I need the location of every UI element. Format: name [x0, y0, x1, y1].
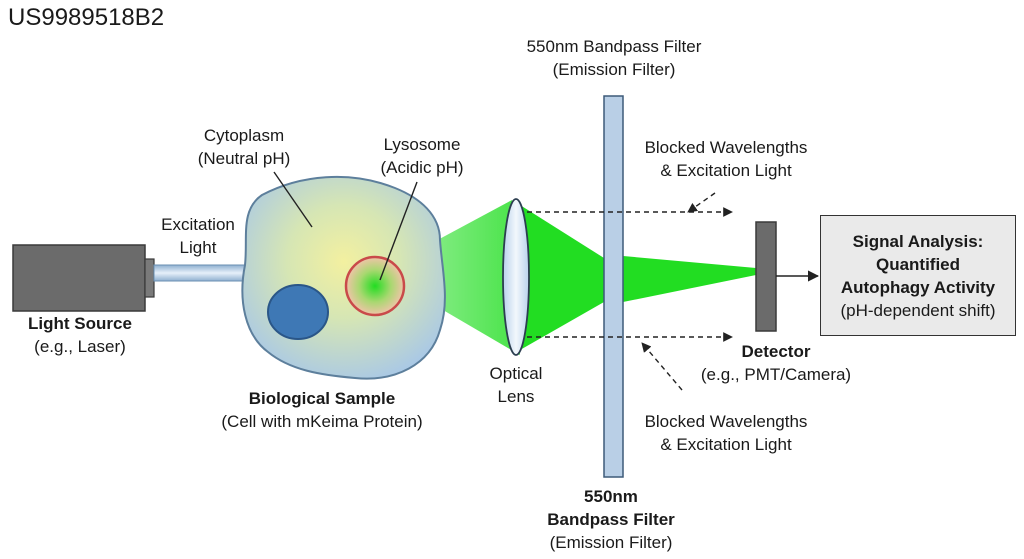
- lysosome-label: Lysosome (Acidic pH): [380, 133, 463, 179]
- light-source-body: [12, 244, 146, 312]
- analysis-line4: (pH-dependent shift): [840, 300, 996, 320]
- optical-lens: [502, 198, 530, 356]
- filtered-beam: [623, 256, 756, 302]
- blocked-bottom-label: Blocked Wavelengths & Excitation Light: [645, 410, 808, 456]
- signal-analysis-box: Signal Analysis: Quantified Autophagy Ac…: [820, 215, 1016, 336]
- detector: [755, 221, 777, 332]
- filter-bottom-label: 550nm Bandpass Filter (Emission Filter): [547, 485, 675, 554]
- lens-label: Optical Lens: [490, 362, 543, 408]
- filter-top-line2: (Emission Filter): [552, 60, 676, 79]
- light-source-nozzle: [144, 258, 155, 298]
- cytoplasm-line2: (Neutral pH): [197, 149, 291, 168]
- emission-cone: [378, 200, 520, 355]
- blocked-bottom-line1: Blocked Wavelengths: [644, 412, 808, 431]
- blocked-top-line1: Blocked Wavelengths: [644, 138, 808, 157]
- analysis-line2: Quantified: [875, 254, 961, 274]
- cytoplasm-pointer: [273, 171, 313, 228]
- filter-top-label: 550nm Bandpass Filter (Emission Filter): [527, 35, 702, 81]
- nucleus: [267, 284, 329, 340]
- analysis-line3: Autophagy Activity: [840, 277, 996, 297]
- blocked-pointer-bottom: [641, 342, 683, 391]
- emission-beam: [520, 205, 604, 350]
- detector-title: Detector: [741, 342, 811, 361]
- blocked-top-label: Blocked Wavelengths & Excitation Light: [645, 136, 808, 182]
- light-source-title: Light Source: [28, 314, 132, 333]
- lens-line1: Optical: [489, 364, 543, 383]
- lysosome-line2: (Acidic pH): [380, 158, 464, 177]
- lysosome: [344, 255, 406, 317]
- lens-line2: Lens: [497, 387, 535, 406]
- filter-bottom-line3: (Emission Filter): [549, 533, 673, 552]
- analysis-line1: Signal Analysis:: [852, 231, 984, 251]
- light-source-label: Light Source (e.g., Laser): [28, 312, 132, 358]
- blocked-pointer-top: [687, 192, 716, 213]
- detector-label: Detector (e.g., PMT/Camera): [701, 340, 851, 386]
- cytoplasm-line1: Cytoplasm: [203, 126, 285, 145]
- light-source-subtitle: (e.g., Laser): [34, 337, 126, 356]
- sample-subtitle: (Cell with mKeima Protein): [221, 412, 423, 431]
- detector-subtitle: (e.g., PMT/Camera): [700, 365, 852, 384]
- lysosome-pointer: [379, 181, 418, 281]
- cell-body: [241, 175, 446, 380]
- lysosome-line1: Lysosome: [383, 135, 461, 154]
- patent-number: US9989518B2: [8, 4, 165, 31]
- sample-title: Biological Sample: [248, 389, 396, 408]
- excitation-line1: Excitation: [161, 215, 235, 234]
- bandpass-filter: [603, 95, 624, 478]
- excitation-label: Excitation Light: [161, 213, 235, 259]
- filter-bottom-line2: Bandpass Filter: [547, 510, 675, 529]
- blocked-bottom-line2: & Excitation Light: [660, 435, 792, 454]
- cytoplasm-label: Cytoplasm (Neutral pH): [198, 124, 291, 170]
- sample-label: Biological Sample (Cell with mKeima Prot…: [221, 387, 422, 433]
- excitation-line2: Light: [179, 238, 217, 257]
- filter-top-line1: 550nm Bandpass Filter: [526, 37, 702, 56]
- excitation-beam: [153, 264, 251, 282]
- filter-bottom-line1: 550nm: [584, 487, 638, 506]
- blocked-top-line2: & Excitation Light: [660, 161, 792, 180]
